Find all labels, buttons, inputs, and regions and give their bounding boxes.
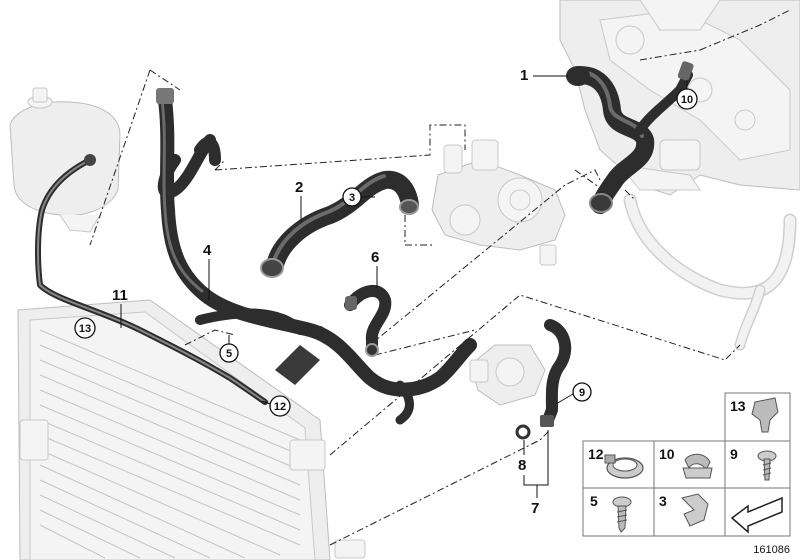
circled-callout-13: 13 — [74, 317, 96, 339]
callout-7: 7 — [523, 430, 549, 517]
water-pump — [431, 139, 566, 266]
hose-4 — [156, 88, 477, 425]
ghost-pipe-right — [623, 193, 797, 351]
radiator — [17, 299, 366, 560]
callout-8: 8 — [518, 440, 526, 474]
svg-text:4: 4 — [203, 242, 212, 259]
callout-4: 4 — [203, 242, 212, 300]
clip-3-icon — [681, 493, 709, 527]
svg-text:5: 5 — [590, 493, 598, 509]
hose-11 — [35, 154, 268, 405]
expansion-tank — [9, 87, 121, 233]
hose-9 — [540, 319, 572, 427]
hose-1 — [566, 61, 694, 214]
clip-13-icon — [751, 397, 779, 433]
hose-6 — [344, 285, 392, 357]
circled-callout-10: 10 — [676, 80, 698, 110]
parts-key-table: 13 12 10 9 5 3 — [582, 392, 791, 537]
svg-text:3: 3 — [349, 192, 355, 204]
callout-2: 2 — [295, 179, 303, 222]
table-cell-9 — [724, 440, 791, 489]
svg-text:5: 5 — [226, 348, 232, 360]
circled-callout-5: 5 — [219, 335, 239, 363]
callout-11: 11 — [112, 287, 128, 328]
hose-clamp-12-icon — [604, 454, 644, 479]
circled-callout-3: 3 — [342, 187, 375, 207]
reference-number: 161086 — [753, 544, 790, 556]
hose-2 — [260, 170, 419, 278]
callout-1: 1 — [520, 67, 568, 84]
svg-text:10: 10 — [681, 94, 693, 106]
screw-9-icon — [757, 450, 777, 481]
svg-text:2: 2 — [295, 179, 303, 196]
orientation-arrow-icon — [730, 496, 783, 534]
svg-text:7: 7 — [531, 500, 539, 517]
auxiliary-water-pump — [469, 344, 546, 406]
clip-10-icon — [682, 453, 713, 479]
svg-text:13: 13 — [79, 323, 91, 335]
svg-text:11: 11 — [112, 287, 128, 304]
circled-callout-12: 12 — [261, 395, 291, 417]
svg-text:10: 10 — [659, 446, 675, 462]
svg-text:12: 12 — [588, 446, 604, 462]
screw-5-icon — [612, 496, 632, 533]
circled-callout-9: 9 — [555, 382, 592, 405]
seal-ring-8 — [515, 424, 531, 440]
svg-text:13: 13 — [730, 398, 746, 414]
svg-text:3: 3 — [659, 493, 667, 509]
svg-text:6: 6 — [371, 249, 379, 266]
svg-text:9: 9 — [579, 387, 585, 399]
svg-text:12: 12 — [274, 401, 286, 413]
svg-text:1: 1 — [520, 67, 528, 84]
callout-6: 6 — [371, 249, 379, 288]
svg-text:9: 9 — [730, 446, 738, 462]
svg-text:8: 8 — [518, 457, 526, 474]
